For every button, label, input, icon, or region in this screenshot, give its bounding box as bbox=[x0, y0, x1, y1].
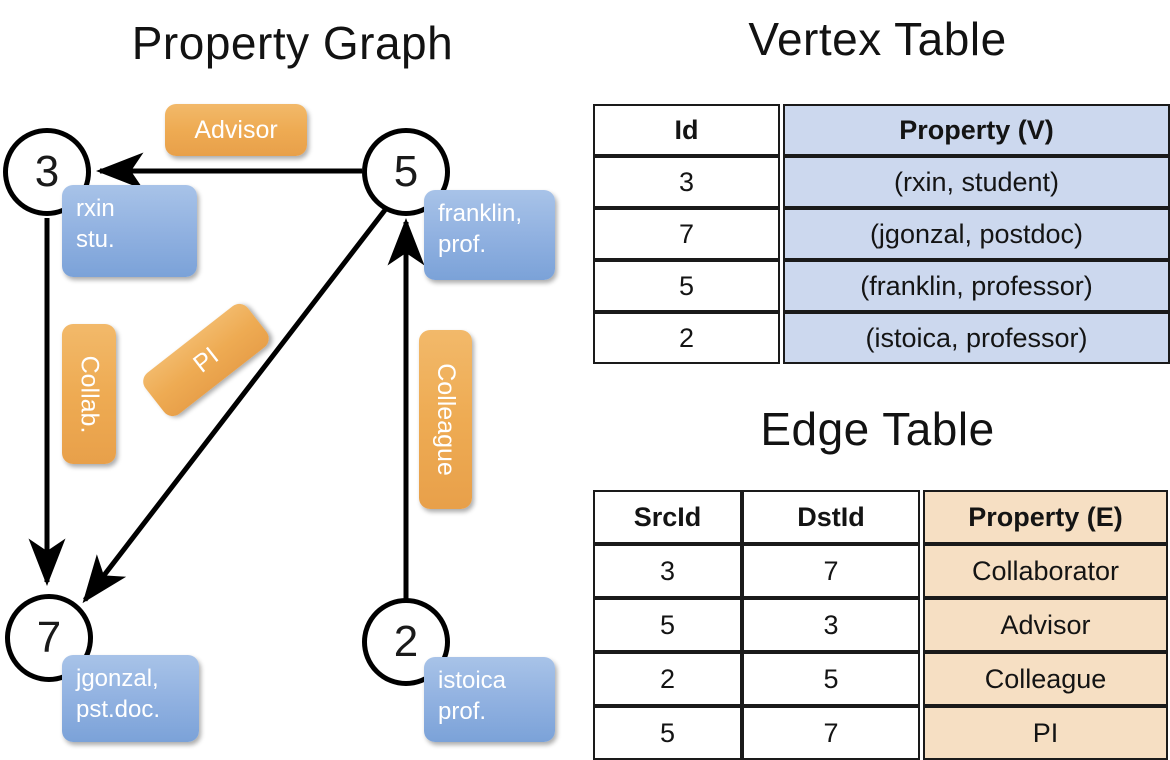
vertex-cell-property: (istoica, professor) bbox=[783, 312, 1170, 364]
column-gap bbox=[780, 260, 783, 312]
edge-col-header-property: Property (E) bbox=[923, 490, 1168, 544]
edge-table: SrcId DstId Property (E) 3 7 Collaborato… bbox=[593, 490, 1168, 760]
edge-cell-srcid: 5 bbox=[593, 598, 742, 652]
property-graph-edges bbox=[28, 152, 425, 604]
node-property-line1: rxin bbox=[76, 195, 115, 222]
edge-cell-property: Collaborator bbox=[923, 544, 1168, 598]
node-property-line2: pst.doc. bbox=[76, 695, 161, 723]
edge-cell-property: Advisor bbox=[923, 598, 1168, 652]
vertex-col-header-id: Id bbox=[593, 104, 780, 156]
table-header-row: SrcId DstId Property (E) bbox=[593, 490, 1168, 544]
edge-cell-property: Colleague bbox=[923, 652, 1168, 706]
edge-label-text: Collab. bbox=[75, 355, 104, 433]
page-title-vertex-table: Vertex Table bbox=[748, 13, 1007, 65]
vertex-cell-property: (rxin, student) bbox=[783, 156, 1170, 208]
column-gap bbox=[920, 706, 923, 760]
graph-node-2[interactable]: 2 bbox=[362, 598, 450, 686]
edge-label-text: Colleague bbox=[432, 363, 460, 476]
edge-5-to-7-pi bbox=[82, 208, 387, 604]
vertex-cell-id: 7 bbox=[593, 208, 780, 260]
table-row: 2 (istoica, professor) bbox=[593, 312, 1170, 364]
node-property-line1: franklin, bbox=[438, 200, 523, 227]
vertex-cell-property: (jgonzal, postdoc) bbox=[783, 208, 1170, 260]
vertex-cell-id: 2 bbox=[593, 312, 780, 364]
node-property-line2: stu. bbox=[76, 225, 115, 253]
node-property-line1: jgonzal, bbox=[76, 665, 159, 692]
edge-cell-srcid: 3 bbox=[593, 544, 742, 598]
node-property-box-7: jgonzal, pst.doc. bbox=[62, 655, 199, 742]
table-row: 3 (rxin, student) bbox=[593, 156, 1170, 208]
table-row: 5 7 PI bbox=[593, 706, 1168, 760]
node-property-line2: prof. bbox=[438, 697, 487, 725]
table-row: 7 (jgonzal, postdoc) bbox=[593, 208, 1170, 260]
vertex-cell-property: (franklin, professor) bbox=[783, 260, 1170, 312]
node-property-line2: prof. bbox=[438, 230, 487, 258]
vertex-table: Id Property (V) 3 (rxin, student) 7 (jgo… bbox=[593, 104, 1170, 364]
node-property-box-5: franklin, prof. bbox=[424, 190, 555, 280]
column-gap bbox=[920, 490, 923, 544]
edge-cell-dstid: 7 bbox=[742, 706, 920, 760]
graph-node-5[interactable]: 5 bbox=[362, 128, 450, 216]
edge-cell-dstid: 3 bbox=[742, 598, 920, 652]
table-row: 5 3 Advisor bbox=[593, 598, 1168, 652]
vertex-cell-id: 5 bbox=[593, 260, 780, 312]
edge-col-header-dstid: DstId bbox=[742, 490, 920, 544]
edge-cell-property: PI bbox=[923, 706, 1168, 760]
table-header-row: Id Property (V) bbox=[593, 104, 1170, 156]
column-gap bbox=[780, 208, 783, 260]
page-title-property-graph: Property Graph bbox=[131, 17, 454, 69]
edge-cell-srcid: 2 bbox=[593, 652, 742, 706]
column-gap bbox=[920, 598, 923, 652]
column-gap bbox=[920, 544, 923, 598]
vertex-col-header-property: Property (V) bbox=[783, 104, 1170, 156]
edge-label-advisor: Advisor bbox=[165, 104, 307, 156]
edge-cell-dstid: 7 bbox=[742, 544, 920, 598]
edge-label-colleague: Colleague bbox=[419, 330, 472, 509]
edge-label-collab: Collab. bbox=[62, 324, 116, 464]
page-title-edge-table: Edge Table bbox=[760, 403, 995, 455]
column-gap bbox=[920, 652, 923, 706]
table-row: 5 (franklin, professor) bbox=[593, 260, 1170, 312]
node-property-box-3: rxin stu. bbox=[62, 185, 197, 277]
edge-label-text: Advisor bbox=[194, 115, 278, 144]
column-gap bbox=[780, 156, 783, 208]
edge-cell-srcid: 5 bbox=[593, 706, 742, 760]
column-gap bbox=[780, 312, 783, 364]
edge-label-text: PI bbox=[187, 341, 224, 378]
edge-col-header-srcid: SrcId bbox=[593, 490, 742, 544]
node-property-line1: istoica bbox=[438, 667, 507, 694]
table-row: 3 7 Collaborator bbox=[593, 544, 1168, 598]
edge-cell-dstid: 5 bbox=[742, 652, 920, 706]
node-property-box-2: istoica prof. bbox=[424, 657, 555, 742]
column-gap bbox=[780, 104, 783, 156]
table-row: 2 5 Colleague bbox=[593, 652, 1168, 706]
vertex-cell-id: 3 bbox=[593, 156, 780, 208]
